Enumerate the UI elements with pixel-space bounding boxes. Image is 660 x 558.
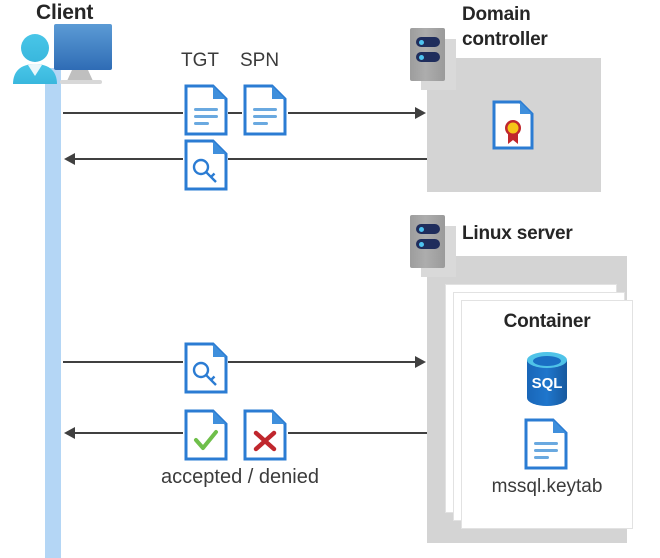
certificate-document-icon (492, 100, 534, 150)
domain-controller-title-line-2: controller (462, 29, 548, 50)
spn-document-icon (243, 84, 287, 136)
sql-database-icon: SQL (521, 350, 573, 408)
rack-pill-bottom (416, 239, 440, 249)
tgt-label: TGT (181, 50, 219, 71)
spn-label: SPN (240, 50, 280, 71)
keytab-file-label: mssql.keytab (491, 476, 603, 497)
rack-pill-bottom (416, 52, 440, 62)
client-lifeline (45, 68, 61, 558)
rack-dot-bottom (419, 241, 424, 247)
client-title: Client (36, 1, 94, 24)
flow-4-line-left (75, 432, 183, 434)
flow-3-arrowhead (415, 356, 426, 368)
linux-server-rack-icon (410, 215, 456, 277)
flow-4-line-right (288, 432, 427, 434)
domain-controller-title: Domain controller (462, 2, 642, 52)
svg-text:SQL: SQL (532, 375, 563, 392)
flow-1-arrowhead (415, 107, 426, 119)
domain-controller-rack-icon (410, 28, 456, 90)
flow-1-line-right (288, 112, 417, 114)
flow-1-line-left (63, 112, 183, 114)
linux-server-title: Linux server (462, 223, 573, 244)
accepted-denied-label: accepted / denied (161, 466, 319, 488)
flow-3-line-right (228, 361, 417, 363)
rack-pill-top (416, 224, 440, 234)
accepted-check-document-icon (184, 409, 228, 461)
denied-cross-document-icon (243, 409, 287, 461)
ticket-key-document-icon (184, 342, 228, 394)
flow-4-arrowhead (64, 427, 75, 439)
flow-1-line-middle (228, 112, 242, 114)
flow-2-line-left (75, 158, 183, 160)
client-workstation-icon (6, 22, 116, 84)
flow-2-arrowhead (64, 153, 75, 165)
rack-dot-top (419, 39, 424, 45)
flow-2-line-right (228, 158, 427, 160)
keytab-document-icon (524, 418, 568, 470)
rack-dot-top (419, 226, 424, 232)
rack-dot-bottom (419, 54, 424, 60)
ticket-key-document-icon (184, 139, 228, 191)
container-card-front[interactable] (461, 300, 633, 529)
domain-controller-title-line-1: Domain (462, 4, 531, 25)
tgt-document-icon (184, 84, 228, 136)
flow-3-line-left (63, 361, 183, 363)
container-title: Container (503, 311, 591, 332)
rack-pill-top (416, 37, 440, 47)
